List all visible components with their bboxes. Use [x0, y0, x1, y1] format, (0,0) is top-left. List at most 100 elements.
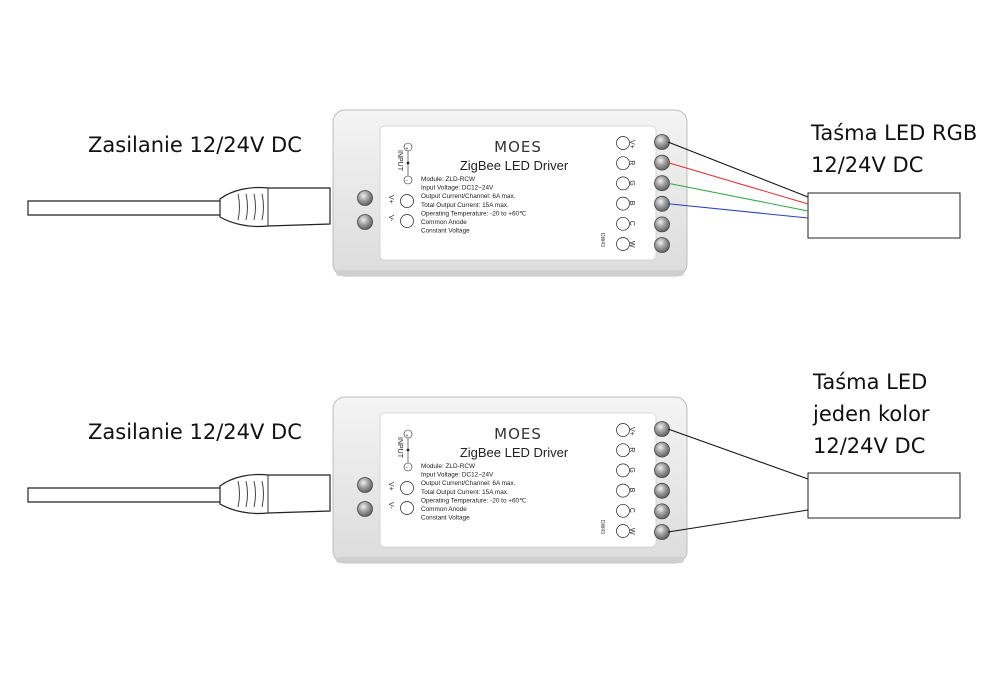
output-screw — [654, 441, 670, 458]
power-label: Zasilanie 12/24V DC — [88, 420, 302, 444]
input-terminal-circle — [400, 481, 414, 495]
wire-vplus — [667, 428, 809, 480]
output-screw — [654, 237, 670, 253]
device-code: DW43 — [599, 233, 605, 247]
spec-line: Operating Temperature: -20 to +60℃ — [421, 497, 526, 504]
device-code: DW43 — [599, 520, 605, 534]
cable-plug — [219, 186, 331, 228]
output-screw — [654, 154, 670, 171]
strip-label-line: Taśma LED — [812, 370, 927, 394]
output-screw — [654, 482, 670, 499]
output-screw — [654, 524, 670, 540]
cable-body — [27, 200, 229, 216]
power-cable — [27, 473, 331, 515]
label-sticker — [379, 125, 657, 261]
output-screw — [654, 195, 670, 212]
plug-ridge — [245, 193, 248, 221]
output-terminal-label: C — [628, 508, 635, 513]
plug-ridge — [253, 480, 256, 508]
output-terminal-circle — [616, 524, 630, 538]
input-terminal-label: V+ — [387, 195, 394, 204]
device-title: ZigBee LED Driver — [460, 158, 569, 173]
input-dot — [406, 161, 410, 165]
input-terminal-label: V- — [387, 215, 394, 222]
spec-line: Input Voltage: DC12~24V — [421, 472, 494, 479]
led-strip-box — [807, 472, 961, 519]
spec-line: Operating Temperature: -20 to +60℃ — [421, 210, 526, 217]
input-dot — [406, 448, 410, 452]
spec-line: Constant Voltage — [421, 515, 470, 522]
output-terminal-circle — [616, 443, 630, 458]
spec-line: Common Anode — [421, 219, 467, 226]
output-terminal-circle — [616, 136, 630, 150]
strip-label-line: 12/24V DC — [813, 434, 925, 458]
device-title: ZigBee LED Driver — [460, 445, 569, 460]
minus-symbol: − — [406, 465, 409, 471]
led-strip-box — [807, 192, 961, 239]
strip-label-line: jeden kolor — [812, 402, 930, 426]
minus-symbol-ring — [403, 175, 413, 185]
minus-symbol-ring — [403, 462, 413, 472]
brand-logo: MOES — [494, 425, 542, 443]
output-terminal-label: B — [628, 201, 635, 206]
spec-line: Total Output Current: 15A max. — [421, 202, 509, 209]
output-terminal-circle — [616, 237, 630, 251]
input-screw — [357, 501, 373, 517]
plug-ridge — [245, 480, 248, 508]
output-terminal-label: W — [628, 241, 635, 248]
plus-symbol: + — [406, 433, 409, 439]
strip-label-line: Taśma LED RGB — [810, 121, 977, 145]
output-screw — [654, 503, 670, 520]
wire-vplus — [667, 141, 809, 198]
spec-line: Total Output Current: 15A max. — [421, 489, 509, 496]
input-terminal-label: V- — [387, 502, 394, 509]
output-terminal-label: G — [628, 467, 635, 472]
output-terminal-label: W — [628, 528, 635, 535]
output-terminal-circle — [616, 483, 630, 498]
top-wiring: Zasilanie 12/24V DCINPUT+−V+V-MOESZigBee… — [27, 109, 977, 277]
output-terminal-circle — [616, 176, 630, 191]
output-terminal-label: R — [628, 447, 635, 452]
power-label: Zasilanie 12/24V DC — [88, 133, 302, 157]
cable-plug — [219, 473, 331, 515]
wire-g — [667, 182, 809, 212]
plus-symbol: + — [406, 146, 409, 152]
output-terminal-circle — [616, 216, 630, 231]
output-terminal-circle — [616, 156, 630, 171]
spec-line: Common Anode — [421, 506, 467, 513]
input-terminal-circle — [400, 194, 414, 208]
input-screw — [357, 214, 373, 230]
label-sticker — [379, 412, 657, 548]
output-terminal-circle — [616, 196, 630, 211]
spec-line: Input Voltage: DC12~24V — [421, 185, 494, 192]
spec-line: Module: ZLD-RCW — [421, 176, 476, 183]
strip-label-line: 12/24V DC — [811, 153, 923, 177]
plug-ridge — [253, 193, 256, 221]
output-screw — [654, 216, 670, 233]
output-screw — [654, 175, 670, 192]
brand-logo: MOES — [494, 138, 542, 156]
plug-ridge — [237, 193, 240, 221]
output-terminal-label: C — [628, 221, 635, 226]
wire-b — [667, 203, 809, 219]
spec-line: Output Current/Channel: 6A max. — [421, 480, 516, 487]
input-label: INPUT — [396, 150, 403, 172]
output-screw — [654, 462, 670, 479]
output-terminal-label: V+ — [628, 140, 635, 149]
output-terminal-circle — [616, 503, 630, 518]
output-terminal-circle — [616, 423, 630, 437]
output-terminal-circle — [616, 463, 630, 478]
output-screw — [654, 134, 670, 150]
wire-r — [667, 162, 809, 205]
spec-line: Module: ZLD-RCW — [421, 463, 476, 470]
spec-line: Constant Voltage — [421, 228, 470, 235]
cable-body — [27, 487, 229, 503]
output-screw — [654, 421, 670, 437]
bottom-wiring: Zasilanie 12/24V DCINPUT+−V+V-MOESZigBee… — [27, 370, 961, 564]
input-screw — [357, 477, 373, 493]
output-terminal-label: B — [628, 488, 635, 493]
plug-ridge — [261, 193, 264, 221]
input-screw — [357, 190, 373, 206]
